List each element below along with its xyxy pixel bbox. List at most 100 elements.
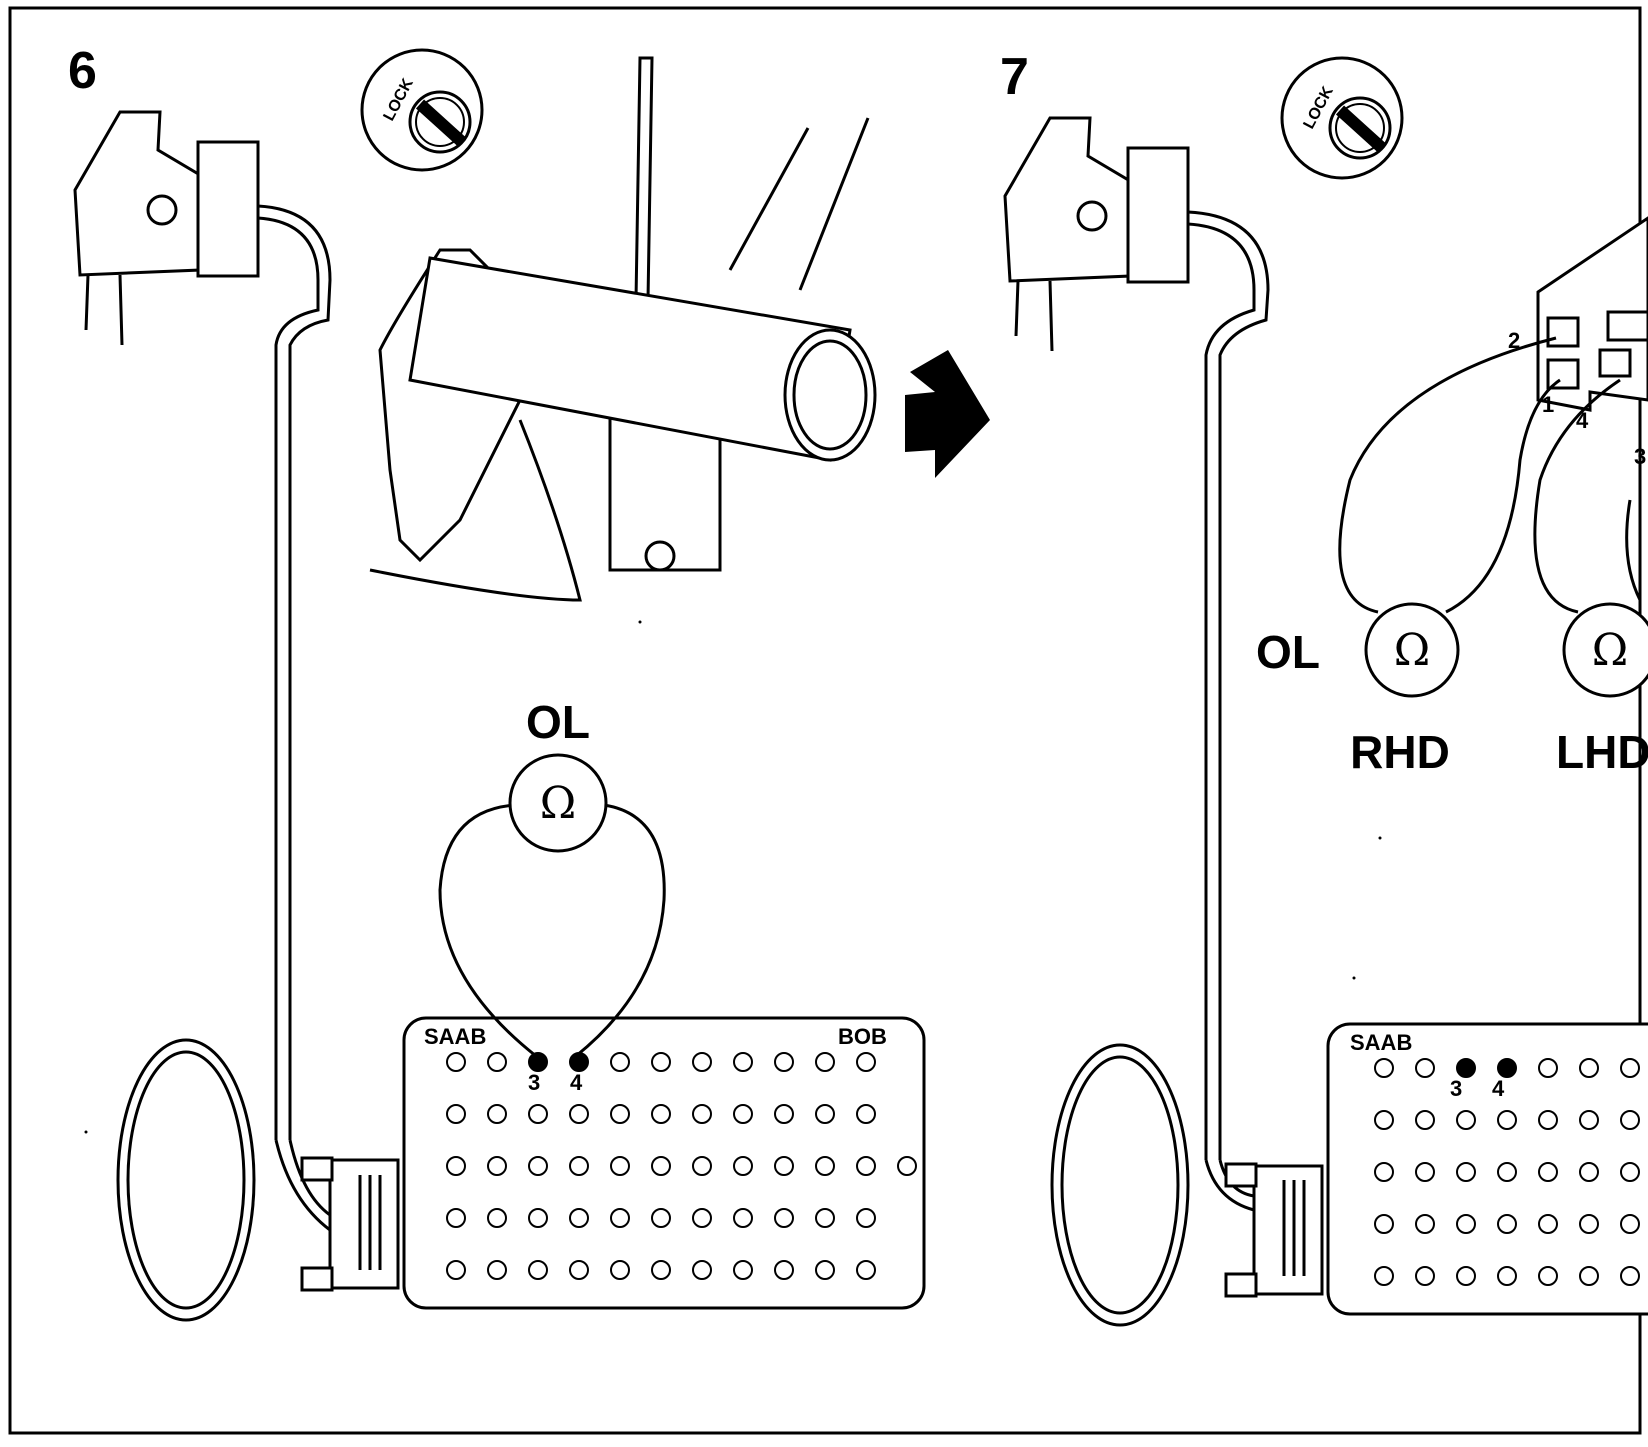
bob-pin	[733, 1208, 753, 1228]
test-lead	[1625, 499, 1642, 601]
bob-pin	[774, 1104, 794, 1124]
next-step-arrow-icon	[905, 350, 990, 478]
ohm-symbol: Ω	[1394, 625, 1430, 676]
harness-cable	[1050, 210, 1270, 1327]
bob-pin	[610, 1104, 630, 1124]
bob-pin	[487, 1260, 507, 1280]
bob-pin	[569, 1156, 589, 1176]
bob-pin-active	[569, 1052, 589, 1072]
db-connector-icon	[1224, 1162, 1324, 1298]
bob-pin	[1497, 1214, 1517, 1234]
bob-pin	[1415, 1058, 1435, 1078]
harness-cable	[116, 204, 332, 1322]
bob-pin	[1620, 1162, 1640, 1182]
bob-pin	[610, 1052, 630, 1072]
bob-pin	[1538, 1110, 1558, 1130]
bob-pin	[610, 1208, 630, 1228]
bob-pin	[569, 1104, 589, 1124]
meter-reading: OL	[526, 696, 590, 748]
bob-pin	[815, 1156, 835, 1176]
ohmmeter-rhd: Ω OL RHD	[1256, 336, 1561, 778]
bob-pin	[856, 1208, 876, 1228]
test-lead	[1533, 378, 1621, 614]
bob-pin	[446, 1104, 466, 1124]
test-lead	[575, 803, 666, 1058]
bob-pin	[610, 1260, 630, 1280]
ohmmeter: Ω OL	[438, 696, 666, 1058]
bob-pin	[1374, 1110, 1394, 1130]
bob-pin	[1620, 1266, 1640, 1286]
bob-pin	[1538, 1162, 1558, 1182]
bob-pin	[528, 1260, 548, 1280]
bob-pin	[733, 1052, 753, 1072]
bob-pin-3-label: 3	[1450, 1076, 1462, 1101]
bob-pin	[774, 1260, 794, 1280]
bob-pin	[528, 1104, 548, 1124]
bob-pin	[1415, 1110, 1435, 1130]
bob-pin	[774, 1156, 794, 1176]
test-lead	[438, 803, 537, 1058]
connector-pin-1: 1	[1542, 392, 1554, 417]
bob-pin-4-label: 4	[570, 1070, 583, 1095]
bob-pin	[1538, 1266, 1558, 1286]
step-7-number: 7	[1000, 48, 1029, 106]
breakout-box: SAAB BOB 3 4	[402, 1016, 926, 1310]
bob-pin	[1579, 1110, 1599, 1130]
bob-pin	[1579, 1214, 1599, 1234]
bob-pin	[1374, 1266, 1394, 1286]
step-6-number: 6	[68, 42, 97, 100]
bob-pin	[1415, 1214, 1435, 1234]
bob-pin-grid	[446, 1052, 917, 1280]
bob-pin-4-label: 4	[1492, 1076, 1505, 1101]
bob-pin	[856, 1260, 876, 1280]
ignition-lock-icon: LOCK	[1280, 56, 1404, 180]
bob-pin	[1579, 1058, 1599, 1078]
bob-pin	[446, 1208, 466, 1228]
bob-pin	[1374, 1214, 1394, 1234]
bob-pin	[897, 1156, 917, 1176]
breakout-box: SAAB 3 4	[1326, 1022, 1648, 1316]
bob-pin	[1497, 1110, 1517, 1130]
bob-pin	[692, 1104, 712, 1124]
bob-pin	[487, 1156, 507, 1176]
bob-pin	[856, 1052, 876, 1072]
bob-pin-active	[528, 1052, 548, 1072]
bob-pin	[1456, 1266, 1476, 1286]
connector-pin-2: 2	[1508, 328, 1520, 353]
bob-pin	[528, 1208, 548, 1228]
test-lead	[1338, 336, 1557, 614]
ohm-symbol: Ω	[1592, 625, 1628, 676]
bob-pin	[774, 1208, 794, 1228]
bob-pin	[1374, 1162, 1394, 1182]
step-6-panel: 6 LOCK	[68, 42, 990, 1322]
bob-pin	[733, 1260, 753, 1280]
db-connector-icon	[300, 1156, 400, 1292]
bob-pin	[692, 1156, 712, 1176]
bob-pin	[487, 1052, 507, 1072]
bob-brand: SAAB	[1350, 1030, 1412, 1055]
ohmmeter-lhd: Ω LHD	[1533, 378, 1648, 778]
bob-pin	[815, 1104, 835, 1124]
bob-pin	[733, 1156, 753, 1176]
relay-connector-icon	[1536, 216, 1648, 412]
bob-pin	[1456, 1214, 1476, 1234]
meter-reading: OL	[1256, 626, 1320, 678]
bob-pin	[815, 1260, 835, 1280]
ignition-lock-icon: LOCK	[360, 48, 484, 172]
bob-pin	[651, 1104, 671, 1124]
bob-pin	[487, 1104, 507, 1124]
bob-pin	[733, 1104, 753, 1124]
bob-pin	[1415, 1162, 1435, 1182]
diagnostic-socket-icon	[1003, 116, 1190, 352]
bob-pin	[1538, 1214, 1558, 1234]
bob-pin	[569, 1208, 589, 1228]
bob-pin	[856, 1156, 876, 1176]
bob-pin	[1579, 1266, 1599, 1286]
bob-pin	[446, 1156, 466, 1176]
bob-pin-3-label: 3	[528, 1070, 540, 1095]
bob-pin	[1497, 1266, 1517, 1286]
rhd-label: RHD	[1350, 726, 1450, 778]
bob-pin	[1579, 1162, 1599, 1182]
bob-pin	[1620, 1058, 1640, 1078]
